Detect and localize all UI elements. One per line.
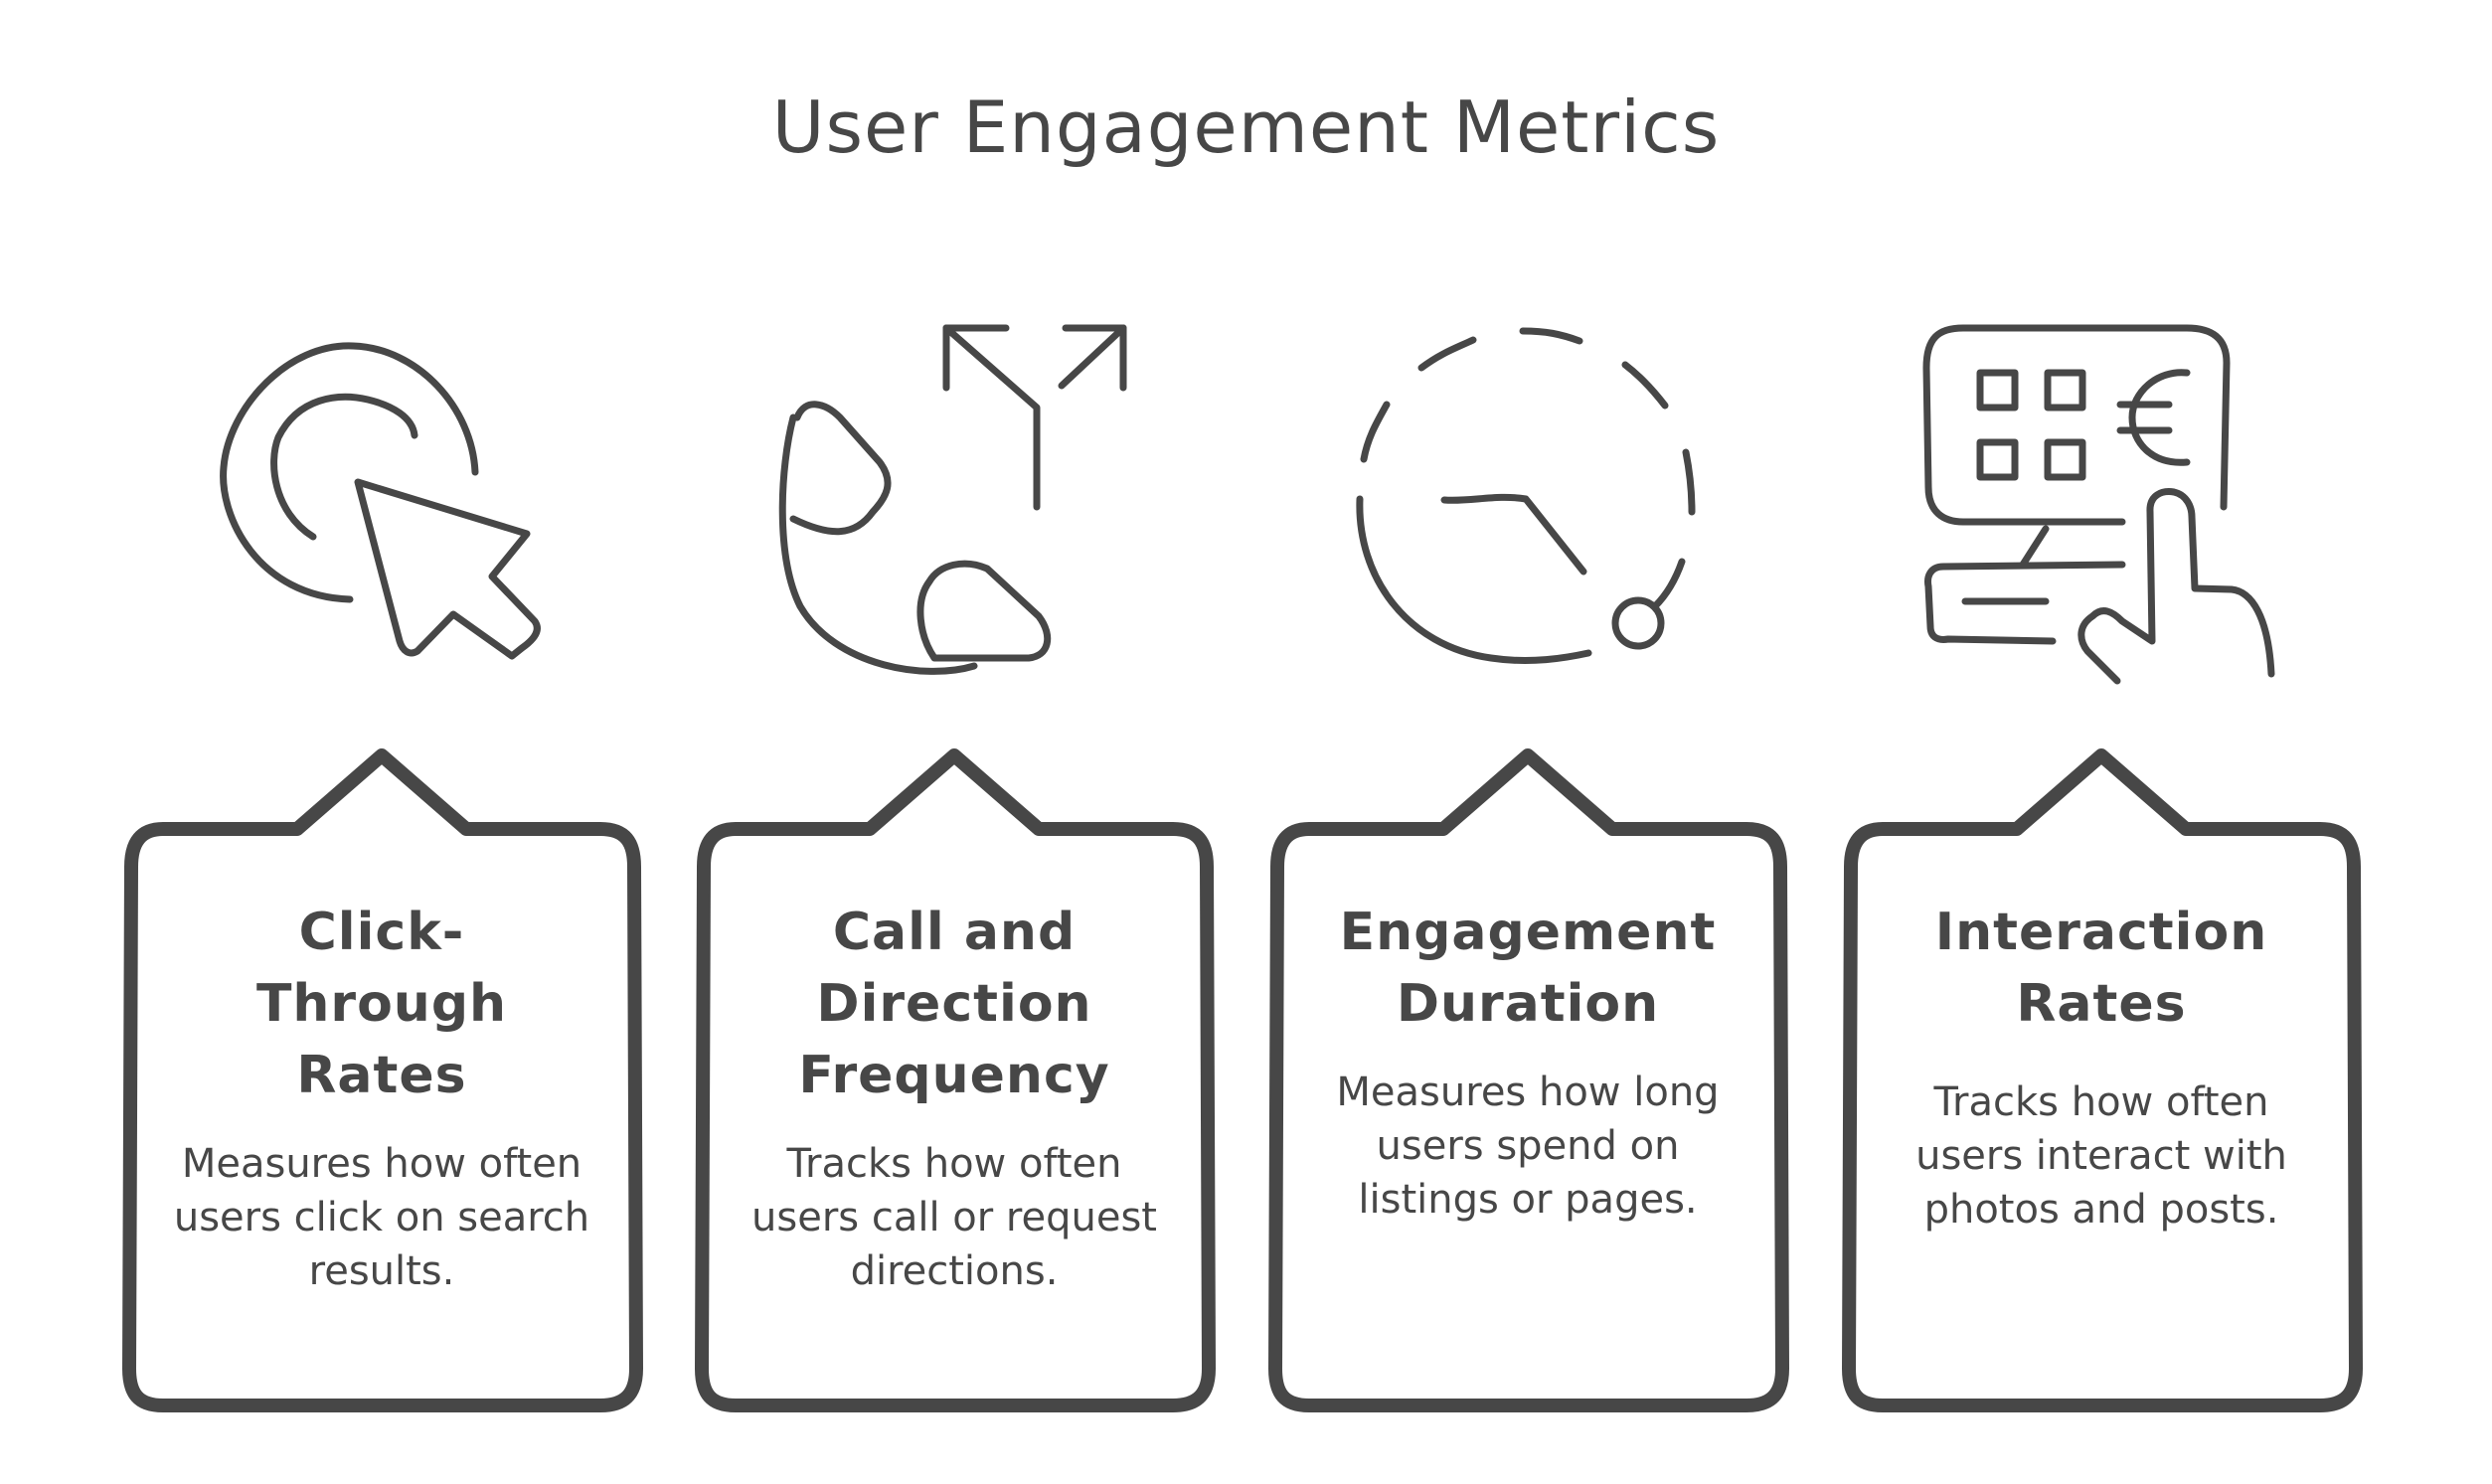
callout-frame [122, 748, 643, 1412]
callout-frame [695, 748, 1216, 1412]
touch-screen-interaction-icon [1889, 298, 2306, 696]
timer-duration-icon [1332, 298, 1749, 696]
metric-card-click-through-rates: Click- Through Rates Measures how often … [122, 747, 643, 1412]
phone-directions-icon [755, 298, 1173, 696]
card-title: Click- Through Rates [255, 903, 508, 1105]
card-title: Engagement Duration [1339, 903, 1717, 1034]
callout-frame [1842, 748, 2363, 1412]
card-description: Tracks how often users interact with pho… [1915, 1079, 2287, 1233]
metric-card-interaction-rates: Interaction Rates Tracks how often users… [1842, 747, 2363, 1412]
diagram-title: User Engagement Metrics [771, 85, 1721, 169]
cursor-click-icon [179, 298, 596, 696]
card-description: Measures how often users click on search… [173, 1141, 590, 1294]
metric-card-engagement-duration: Engagement Duration Measures how long us… [1268, 747, 1789, 1412]
card-title: Interaction Rates [1934, 903, 2268, 1034]
metric-card-call-direction-frequency: Call and Direction Frequency Tracks how … [695, 747, 1216, 1412]
card-description: Measures how long users spend on listing… [1336, 1070, 1720, 1223]
card-description: Tracks how often users call or request d… [751, 1141, 1157, 1294]
callout-frame [1268, 748, 1789, 1412]
card-title: Call and Direction Frequency [798, 903, 1110, 1105]
